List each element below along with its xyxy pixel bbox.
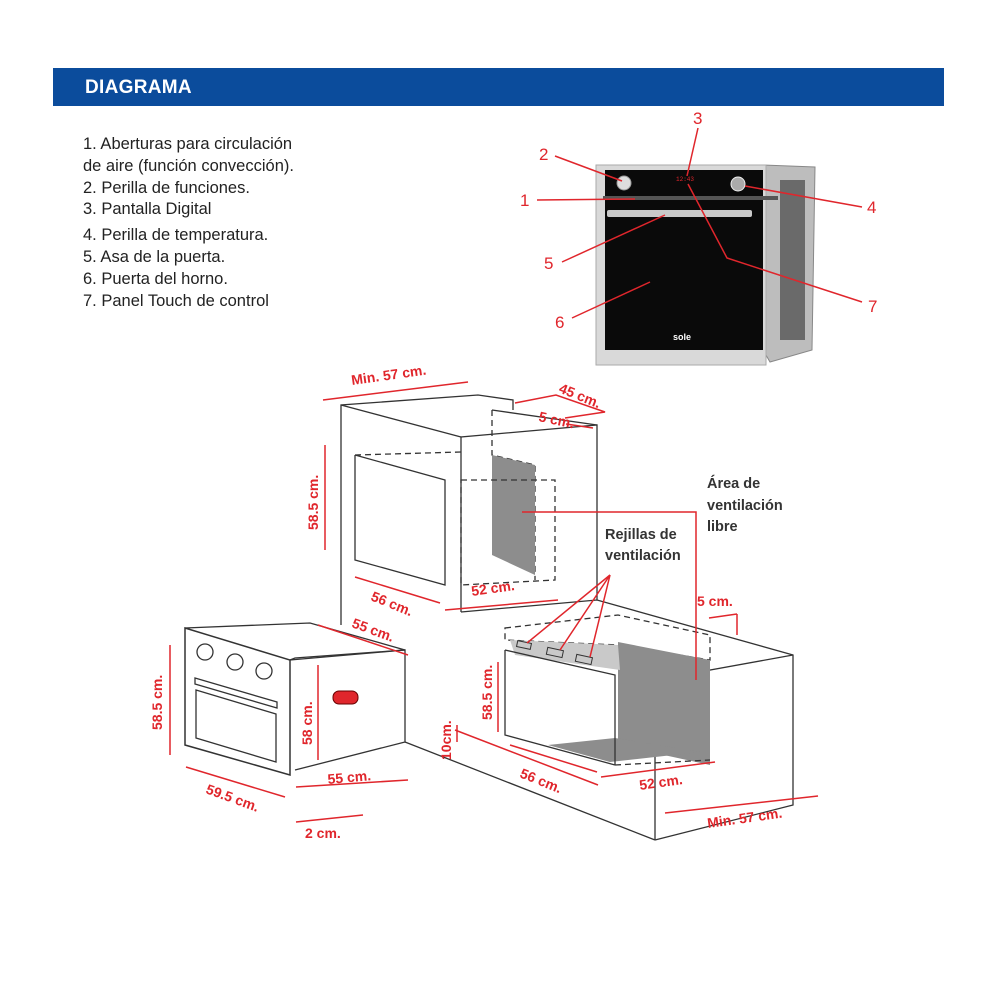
dim-oven-height: 58.5 cm. <box>149 675 165 730</box>
dim-oven-depth-55: 55 cm. <box>350 615 396 645</box>
legend-item: 1. Aberturas para circulación <box>83 135 293 153</box>
brand-logo: sole <box>673 332 691 342</box>
rating-label <box>332 690 359 705</box>
function-knob <box>616 175 632 191</box>
dim-upper-height: 58.5 cm. <box>305 475 321 530</box>
vent-slot <box>515 640 533 650</box>
dim-top-width: Min. 57 cm. <box>350 362 427 388</box>
area-labels: Área de ventilación libre Rejillas de ve… <box>605 475 783 564</box>
oven-window <box>195 689 277 763</box>
dim-lower-52: 52 cm. <box>638 771 683 793</box>
oven-front-panel <box>184 626 291 776</box>
legend-item: 6. Puerta del horno. <box>83 269 228 288</box>
callout-6: 6 <box>555 313 564 332</box>
legend-item: 2. Perilla de funciones. <box>83 178 250 197</box>
dim-lower-10: 10cm. <box>438 720 454 760</box>
callout-7: 7 <box>868 297 877 316</box>
door-handle-drawing <box>194 677 278 709</box>
legend-item: 5. Asa de la puerta. <box>83 247 226 266</box>
dim-lower-height: 58.5 cm. <box>479 665 495 720</box>
digital-display: 12:43 <box>676 176 694 183</box>
oven-photo: 12:43 sole <box>595 164 816 366</box>
dim-gap-5-top: 5 cm. <box>537 408 575 431</box>
dimension-lines <box>169 381 819 823</box>
callout-3: 3 <box>693 109 702 128</box>
legend-item: 7. Panel Touch de control <box>83 291 269 310</box>
free-ventilation-area-lower <box>618 642 710 765</box>
legend-item: 4. Perilla de temperatura. <box>83 226 269 245</box>
upper-cabinet <box>340 394 598 625</box>
free-ventilation-area-upper <box>492 455 535 575</box>
callout-5: 5 <box>544 254 553 273</box>
dim-oven-body-55: 55 cm. <box>327 767 372 787</box>
oven-unit-drawing <box>184 622 406 776</box>
temperature-knob <box>730 176 746 192</box>
section-title: DIAGRAMA <box>85 77 192 98</box>
dim-oven-body-58: 58 cm. <box>299 701 315 745</box>
dim-oven-front-2: 2 cm. <box>305 825 341 841</box>
knob <box>196 643 214 661</box>
vents-label-line1: Rejillas de <box>605 527 677 543</box>
dim-depth-45: 45 cm. <box>557 380 603 411</box>
section-header: DIAGRAMA <box>53 68 944 106</box>
knob <box>226 653 244 671</box>
dimension-labels: Min. 57 cm. 45 cm. 5 cm. 58.5 cm. 56 cm.… <box>149 362 783 841</box>
oven-side-interior <box>780 180 805 340</box>
legend-item: de aire (función convección). <box>83 156 294 175</box>
vent-slot <box>545 646 565 659</box>
parts-legend: 1. Aberturas para circulación de aire (f… <box>83 134 294 312</box>
free-area-label-line3: libre <box>707 519 738 535</box>
dim-gap-5-right: 5 cm. <box>697 593 733 609</box>
dim-upper-52: 52 cm. <box>470 577 515 599</box>
dim-bottom-width: Min. 57 cm. <box>706 805 783 831</box>
vents-label-line2: ventilación <box>605 548 681 564</box>
door-handle <box>607 210 752 217</box>
legend-item: 3. Pantalla Digital <box>83 200 212 219</box>
knob <box>255 662 273 680</box>
free-area-label-line1: Área de <box>707 475 760 492</box>
callout-2: 2 <box>539 145 548 164</box>
callout-1: 1 <box>520 191 529 210</box>
dim-oven-width: 59.5 cm. <box>204 781 261 815</box>
free-area-label-line2: ventilación <box>707 498 783 514</box>
callout-4: 4 <box>867 198 876 217</box>
floor-ventilation-area <box>548 738 700 762</box>
lower-cabinet <box>404 599 794 841</box>
air-vent-strip <box>603 196 778 200</box>
vent-slot <box>574 653 594 666</box>
photo-callouts: 3 2 1 4 5 7 6 <box>520 109 877 332</box>
